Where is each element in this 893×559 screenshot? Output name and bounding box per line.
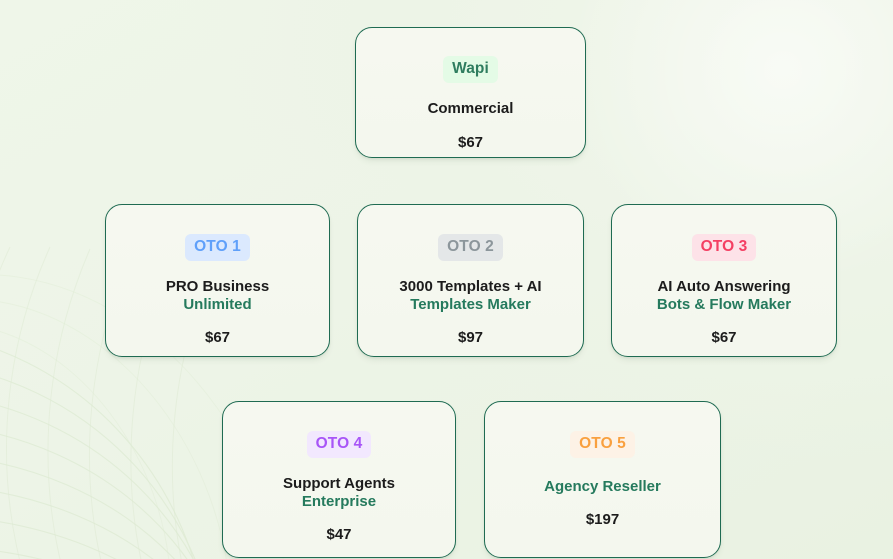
badge-oto-3: OTO 3 — [691, 234, 757, 261]
oto-4-title-block: Support Agents Enterprise — [283, 475, 395, 512]
badge-oto-2: OTO 2 — [438, 234, 503, 261]
badge-oto-1: OTO 1 — [185, 234, 250, 261]
card-oto-4[interactable]: OTO 4 Support Agents Enterprise $47 — [222, 401, 456, 558]
oto-1-title-line-1: PRO Business — [165, 277, 270, 295]
oto-5-price: $197 — [585, 510, 620, 528]
wapi-title: Commercial — [427, 99, 514, 117]
oto-5-title-block: Agency Reseller — [544, 478, 661, 496]
card-oto-5[interactable]: OTO 5 Agency Reseller $197 — [484, 401, 721, 558]
badge-oto-5: OTO 5 — [570, 431, 635, 458]
oto-4-title-line-1: Support Agents — [283, 474, 395, 492]
card-oto-3[interactable]: OTO 3 AI Auto Answering Bots & Flow Make… — [611, 204, 837, 357]
card-oto-2[interactable]: OTO 2 3000 Templates + AI Templates Make… — [357, 204, 584, 357]
badge-oto-4: OTO 4 — [306, 431, 372, 458]
oto-1-price: $67 — [204, 329, 231, 347]
oto-5-title-line-1: Agency Reseller — [544, 477, 661, 495]
oto-3-title-line-2: Bots & Flow Maker — [656, 295, 792, 313]
oto-2-title-block: 3000 Templates + AI Templates Maker — [399, 278, 541, 315]
card-wapi-commercial[interactable]: Wapi Commercial $67 — [355, 27, 586, 158]
badge-wapi: Wapi — [443, 56, 498, 83]
card-oto-1[interactable]: OTO 1 PRO Business Unlimited $67 — [105, 204, 330, 357]
oto-2-title-line-1: 3000 Templates + AI — [399, 277, 542, 295]
oto-3-title-block: AI Auto Answering Bots & Flow Maker — [657, 278, 791, 315]
oto-4-price: $47 — [326, 526, 352, 544]
oto-3-title-line-1: AI Auto Answering — [657, 277, 791, 295]
oto-2-price: $97 — [457, 329, 484, 347]
oto-1-title-line-2: Unlimited — [183, 295, 252, 313]
oto-3-price: $67 — [711, 329, 737, 347]
wapi-price: $67 — [457, 133, 484, 151]
oto-4-title-line-2: Enterprise — [301, 492, 377, 510]
oto-2-title-line-2: Templates Maker — [410, 295, 531, 313]
oto-1-title-block: PRO Business Unlimited — [166, 278, 269, 315]
